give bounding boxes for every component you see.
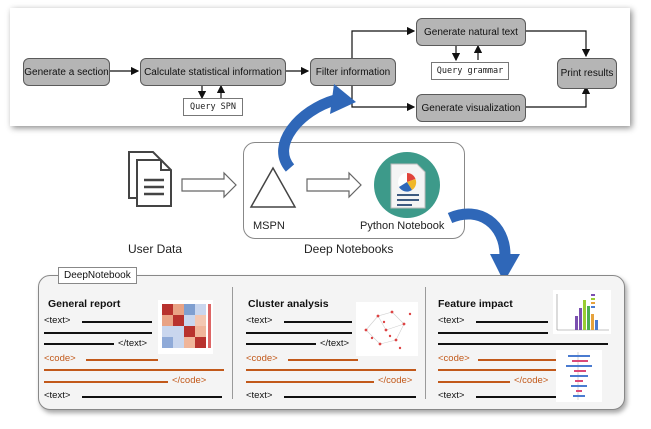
curved-arrow-down-head xyxy=(490,254,520,282)
hollow-arrow-icon xyxy=(306,171,362,199)
arrow-filter-to-text xyxy=(351,26,416,58)
code-close-tag: </code> xyxy=(514,375,549,386)
text-line xyxy=(44,332,152,334)
curved-arrow-down xyxy=(447,208,511,256)
code-line xyxy=(438,381,510,383)
mspn-triangle-icon xyxy=(249,166,297,208)
text-line xyxy=(82,321,152,323)
beeswarm-thumbnail xyxy=(556,350,602,402)
text-open-tag: <text> xyxy=(438,390,465,401)
section-title-cluster-analysis: Cluster analysis xyxy=(248,298,329,310)
notebook-report-icon xyxy=(374,152,440,218)
deepnotebook-frame xyxy=(38,275,625,410)
text-line xyxy=(438,332,548,334)
arrow-filter-to-vis xyxy=(351,84,416,112)
heatmap-thumbnail xyxy=(158,300,213,354)
text-open-tag: <text> xyxy=(44,390,71,401)
pipeline-connectors xyxy=(108,26,591,112)
text-line xyxy=(476,396,556,398)
deepnotebook-tab: DeepNotebook xyxy=(58,267,137,284)
curved-arrow-up-head xyxy=(330,84,356,114)
code-open-tag: <code> xyxy=(246,353,278,364)
arrow-text-to-print xyxy=(524,30,591,58)
node-calculate-statistics: Calculate statistical information xyxy=(140,58,286,86)
code-line xyxy=(438,369,556,371)
text-line xyxy=(284,321,352,323)
code-line xyxy=(478,359,556,361)
deep-notebooks-label: Deep Notebooks xyxy=(304,242,394,256)
section-title-general-report: General report xyxy=(48,298,121,310)
text-line xyxy=(246,343,316,345)
text-open-tag: <text> xyxy=(438,315,465,326)
code-line xyxy=(288,359,358,361)
beeswarm-points xyxy=(566,355,592,397)
text-open-tag: <text> xyxy=(44,315,71,326)
text-line xyxy=(284,396,416,398)
code-line xyxy=(86,359,158,361)
code-line xyxy=(246,381,374,383)
section-title-feature-impact: Feature impact xyxy=(438,298,513,310)
section-divider xyxy=(425,287,426,399)
network-graph-thumbnail xyxy=(356,302,418,356)
text-close-tag: </text> xyxy=(118,338,148,349)
histogram-legend xyxy=(591,294,595,308)
node-print-results: Print results xyxy=(557,58,617,89)
document-icon xyxy=(128,151,172,207)
text-line xyxy=(438,343,608,345)
mspn-label: MSPN xyxy=(253,220,285,232)
query-grammar-box: Query grammar xyxy=(431,62,509,80)
code-open-tag: <code> xyxy=(438,353,470,364)
user-data-label: User Data xyxy=(128,242,183,256)
text-open-tag: <text> xyxy=(246,390,273,401)
text-line xyxy=(44,343,114,345)
node-generate-section: Generate a section xyxy=(23,58,110,86)
arrow-vis-to-print xyxy=(524,85,591,108)
node-generate-natural-text: Generate natural text xyxy=(416,18,526,46)
code-close-tag: </code> xyxy=(172,375,207,386)
code-line xyxy=(246,369,416,371)
text-line xyxy=(82,396,222,398)
network-nodes xyxy=(364,310,412,350)
code-open-tag: <code> xyxy=(44,353,76,364)
query-spn-box: Query SPN xyxy=(183,98,243,116)
code-line xyxy=(44,381,168,383)
node-generate-visualization: Generate visualization xyxy=(416,94,526,122)
histogram-thumbnail xyxy=(553,290,611,334)
text-line xyxy=(246,332,352,334)
curved-arrow-up xyxy=(278,94,337,172)
text-line xyxy=(476,321,548,323)
section-divider xyxy=(232,287,233,399)
python-notebook-label: Python Notebook xyxy=(360,220,445,232)
code-close-tag: </code> xyxy=(378,375,413,386)
node-filter-information: Filter information xyxy=(310,58,396,86)
heatmap-cells xyxy=(162,304,206,348)
text-open-tag: <text> xyxy=(246,315,273,326)
code-line xyxy=(44,369,224,371)
text-close-tag: </text> xyxy=(320,338,350,349)
hollow-arrow-icon xyxy=(181,171,237,199)
